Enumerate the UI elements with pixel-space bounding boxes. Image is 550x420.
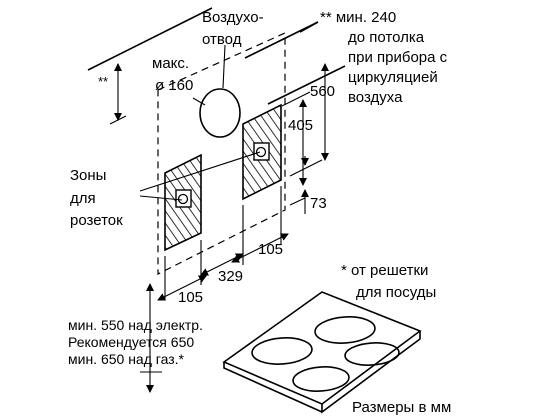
zones-label-1: Зоны [70,167,106,184]
note-min240-1: ** мин. 240 [320,9,396,26]
dim-105-right-label: 105 [258,241,283,258]
zones-pointer-right [139,151,261,192]
dim-329 [200,253,244,276]
hob-burner-back-right [314,316,376,344]
max-label-2: ø 160 [155,77,193,94]
dim-73-ext [289,197,306,206]
hob-burner-front-right [344,342,400,366]
dim-405-ext-top [281,91,311,107]
zones-pointer-left [139,195,183,201]
hob-burner-back-left [251,337,313,365]
note-min240-3: при прибора с [348,49,448,66]
air-outlet-circle [199,88,241,138]
dim-105-left [157,275,207,301]
air-outlet-label-1: Воздухо- [202,9,264,26]
dim-560-ext-bottom [289,159,323,177]
socket-left-hole [177,193,189,205]
ceiling-marker: ** [98,74,108,89]
wall-edge-right [267,65,346,105]
dim-405-label: 405 [288,117,313,134]
zones-label-3: розеток [70,212,123,229]
height-note-3: мин. 650 над газ.* [68,351,185,367]
wall-edge-upper [244,21,319,59]
hob-burner-front-left [292,366,350,392]
ceiling-line [87,7,213,71]
air-outlet-label-2: отвод [202,31,242,48]
units-label: Размеры в мм [352,399,451,416]
note-min240-4: циркуляцией [348,69,438,86]
dim-73-label: 73 [310,195,327,212]
note-min240-5: воздуха [348,89,403,106]
air-outlet-pointer [222,44,226,89]
dim-105-left-label: 105 [178,289,203,306]
dim-560-label: 560 [310,83,335,100]
dim-329-label: 329 [218,268,243,285]
height-note-1: мин. 550 над электр. [68,317,203,333]
hob-edge-left [223,362,323,413]
note-min240-2: до потолка [348,29,425,46]
max-diameter-pointer [192,97,206,106]
grille-note-2: для посуды [356,284,436,301]
height-note-2: Рекомендуется 650 [68,334,194,350]
zones-label-2: для [70,190,96,207]
grille-note-1: * от решетки [341,262,428,279]
max-label-1: макс. [152,55,189,72]
socket-right-hole [255,146,267,158]
hob-edge [321,331,421,414]
hood-outline [157,32,286,275]
